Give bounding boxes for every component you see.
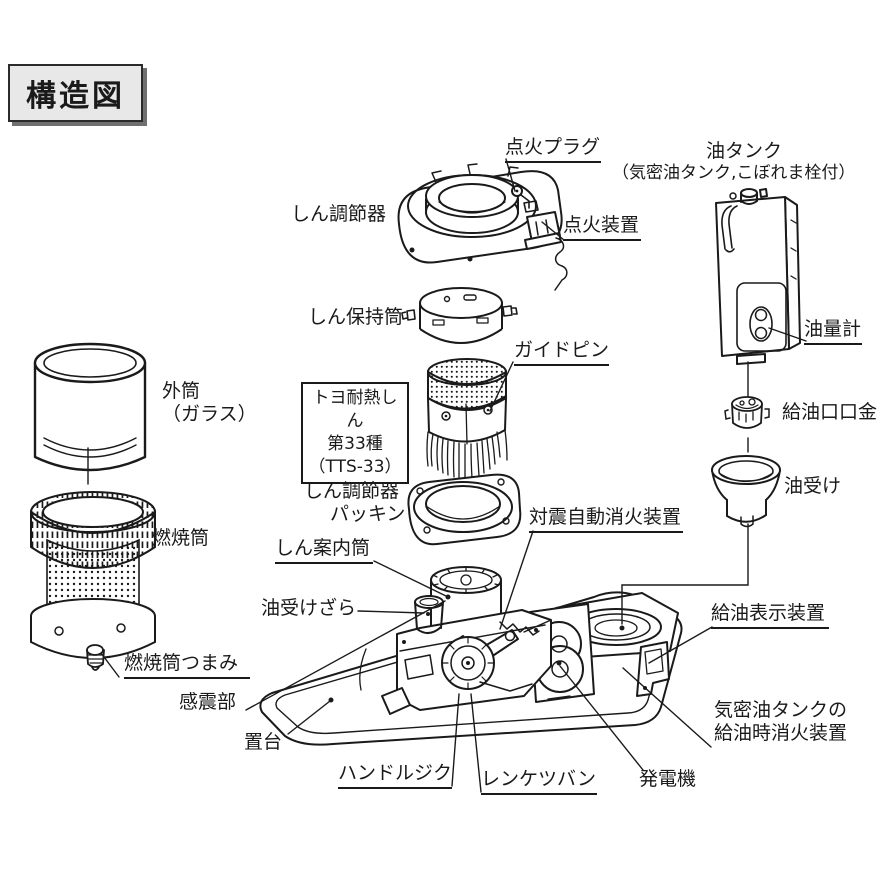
oil-tank-drawing <box>715 188 801 365</box>
label-filler-fitting: 給油口口金 <box>782 401 878 423</box>
connector-tank-column <box>621 361 749 625</box>
wick-box-line1: トヨ耐熱しん <box>312 388 398 431</box>
label-oil-tank: 油タンク <box>706 140 783 162</box>
ignition-plug-part <box>511 185 539 213</box>
quake-shutoff-mechanism-part <box>441 621 540 692</box>
leader-quake-auto <box>499 530 534 630</box>
label-tank-refuel-extinguisher-line2: 給油時消火装置 <box>714 722 848 745</box>
wick-box-line2: 第33種 <box>327 433 383 454</box>
leader-connecting-plate <box>470 693 482 793</box>
label-outer-cylinder-line2: （ガラス） <box>162 403 257 426</box>
label-adjuster-packing: しん調節器 パッキン <box>304 480 405 526</box>
label-refuel-indicator-text: 給油表示装置 <box>711 602 829 630</box>
label-connecting-plate-text: レンケツバン <box>481 768 597 796</box>
label-heat-resistant-wick: トヨ耐熱しん 第33種 （TTS-33） <box>301 382 409 484</box>
leader-lines <box>87 158 807 793</box>
label-wick-holder: しん保持筒 <box>308 306 404 328</box>
label-oil-receiver: 油受け <box>784 475 842 497</box>
wick-guide-cylinder-part <box>430 566 502 637</box>
oil-gauge-part <box>749 306 773 342</box>
main-body-drawing <box>259 566 683 746</box>
label-combustion-cylinder: 燃焼筒 <box>152 527 210 549</box>
label-wick-guide-tube: しん案内筒 <box>275 537 373 565</box>
label-adjuster-packing-line2: パッキン <box>330 503 406 526</box>
label-refuel-indicator: 給油表示装置 <box>711 602 829 630</box>
oil-receiver-drawing <box>711 455 781 528</box>
label-generator: 発電機 <box>639 768 697 790</box>
ignition-device-part <box>524 211 568 291</box>
label-guide-pin-text: ガイドピン <box>514 339 610 367</box>
outer-cylinder-drawing <box>33 342 147 472</box>
leader-wick-guide <box>373 560 447 597</box>
label-ignition-device: 点火装置 <box>563 214 641 242</box>
packing-drawing <box>407 473 522 546</box>
label-wick-adjuster: しん調節器 <box>291 203 387 225</box>
leader-oil-gauge <box>768 327 807 342</box>
leader-handle-shaft <box>451 693 460 787</box>
label-outer-cylinder-line1: 外筒 <box>162 380 201 402</box>
leader-burner-knob <box>100 652 120 678</box>
label-outer-cylinder: 外筒 （ガラス） <box>162 380 257 426</box>
label-guide-pin: ガイドピン <box>514 339 610 367</box>
label-quake-auto-extinguisher: 対震自動消火装置 <box>529 506 683 534</box>
wick-box-line3: （TTS-33） <box>308 456 402 477</box>
wick-holder-drawing <box>401 287 518 344</box>
label-combustion-cylinder-knob: 燃焼筒つまみ <box>124 652 250 680</box>
label-wick-guide-tube-text: しん案内筒 <box>275 537 373 565</box>
wick-drawing <box>426 358 508 480</box>
leader-stand <box>287 700 331 735</box>
label-adjuster-packing-line1: しん調節器 <box>304 480 400 502</box>
label-tank-refuel-extinguisher: 気密油タンクの 給油時消火装置 <box>714 699 847 745</box>
leader-oil-drip-tray <box>357 610 425 614</box>
label-handle-shaft: ハンドルジク <box>338 762 453 790</box>
wick-adjuster-drawing <box>397 163 568 291</box>
combustion-cylinder-knob-part <box>86 644 105 671</box>
label-oil-gauge: 油量計 <box>804 318 862 346</box>
filler-fitting-drawing <box>724 396 770 429</box>
leader-guide-pin <box>489 361 514 412</box>
leader-tank-shutoff <box>622 667 712 748</box>
oil-drip-tray-part <box>414 595 444 634</box>
label-combustion-cylinder-knob-text: 燃焼筒つまみ <box>124 652 250 680</box>
wick-fringe <box>426 429 508 480</box>
leader-ignition-plug <box>505 158 516 192</box>
combustion-cylinder-drawing <box>30 491 156 671</box>
label-tank-refuel-extinguisher-line1: 気密油タンクの <box>714 699 848 721</box>
leader-refuel-indicator <box>648 626 713 664</box>
page-title: 構造図 <box>8 64 143 122</box>
label-oil-tank-note: （気密油タンク,こぼれま栓付） <box>612 163 856 183</box>
label-quake-sensor: 感震部 <box>179 691 237 713</box>
label-handle-shaft-text: ハンドルジク <box>338 762 453 790</box>
leader-quake-sensor <box>245 600 446 711</box>
leader-ignition-device <box>541 221 565 241</box>
label-ignition-plug-text: 点火プラグ <box>505 136 601 164</box>
label-oil-gauge-text: 油量計 <box>804 318 862 346</box>
label-ignition-plug: 点火プラグ <box>505 136 601 164</box>
label-oil-drip-tray: 油受けざら <box>261 597 357 619</box>
leader-generator <box>559 665 644 771</box>
label-connecting-plate: レンケツバン <box>481 768 597 796</box>
label-quake-auto-extinguisher-text: 対震自動消火装置 <box>529 506 683 534</box>
label-ignition-device-text: 点火装置 <box>563 214 641 242</box>
label-stand: 置台 <box>244 731 283 753</box>
